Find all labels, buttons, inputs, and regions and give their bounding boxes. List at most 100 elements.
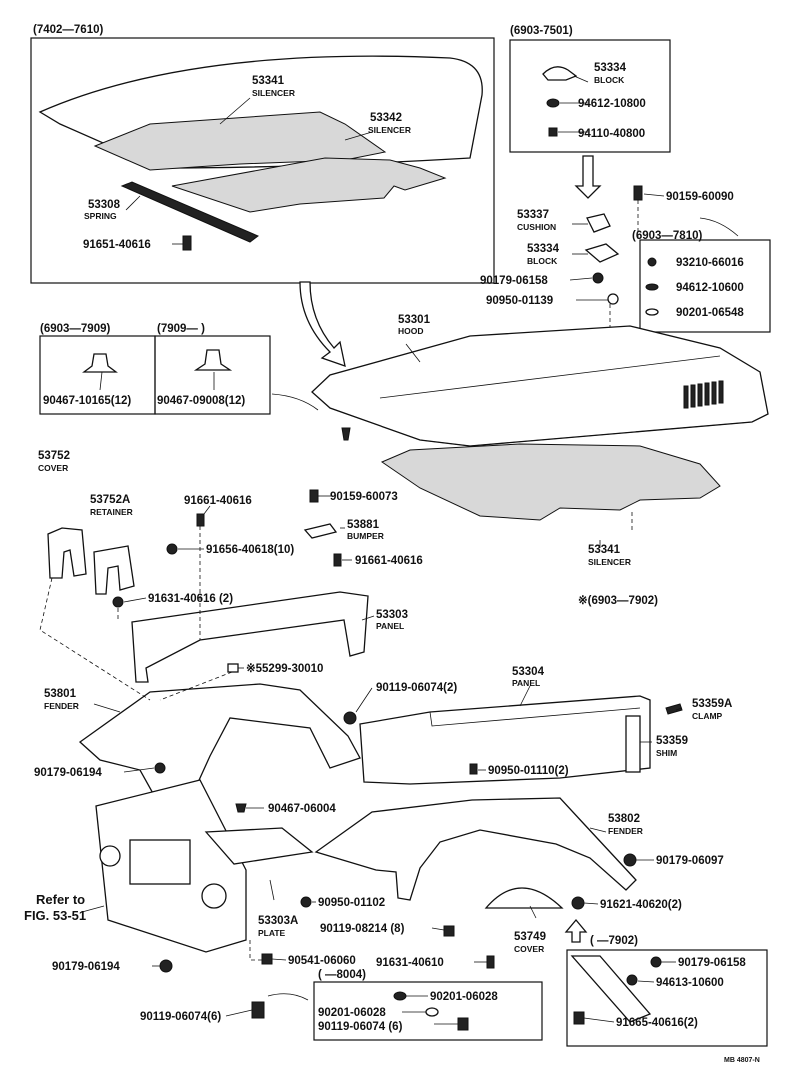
- curved-arrow-icon: [299, 281, 346, 367]
- part-name-label: HOOD: [398, 326, 424, 336]
- bolt-90159-60090: [633, 185, 643, 201]
- screw-91651-40616: [182, 235, 192, 251]
- callout-labels: 53341 SILENCER 53342 SILENCER 53308 SPRI…: [24, 62, 760, 1064]
- part-number-label: 53342: [370, 112, 402, 124]
- range-label: (7402—7610): [33, 24, 103, 36]
- inset-frame-7402-7610: [30, 37, 495, 284]
- washer-90201-06028: [393, 991, 407, 1001]
- panel-53304: [359, 695, 651, 785]
- part-number-label: 90119-06074(6): [140, 1011, 221, 1023]
- part-name-label: PANEL: [376, 621, 404, 631]
- part-number-label: 90159-60090: [666, 191, 734, 203]
- grommet-90950-01110: [469, 763, 478, 775]
- part-name-label: SPRING: [84, 211, 117, 221]
- clamp-53359a: [665, 703, 683, 715]
- washer-90201-06548: [645, 308, 659, 316]
- curved-arrow: [271, 393, 319, 411]
- light-opening-right: [201, 883, 227, 909]
- bolt-90119-06074: [251, 1001, 265, 1019]
- part-number-label: 53308: [88, 199, 121, 211]
- part-number-label: 53881: [347, 519, 380, 531]
- part-number-label: 90179-06097: [656, 855, 724, 867]
- refer-note-line1: Refer to: [36, 892, 85, 907]
- hood-vents: [683, 380, 724, 409]
- fender-53802: [314, 797, 637, 901]
- part-number-label: 53334: [527, 243, 560, 255]
- part-name-label: BLOCK: [527, 256, 558, 266]
- inset-frame-8004: [313, 981, 543, 1041]
- part-number-label: 91651-40616: [83, 239, 151, 251]
- part-name-label: SILENCER: [252, 88, 295, 98]
- part-number-label: 53341: [252, 75, 285, 87]
- part-name-label: COVER: [514, 944, 544, 954]
- block-53334: [584, 243, 620, 263]
- part-number-label: 94110-40800: [578, 128, 645, 140]
- block-inset: (6903-7501): [509, 25, 671, 199]
- part-number-label: 53802: [608, 813, 640, 825]
- part-number-label: 90159-60073: [330, 491, 398, 503]
- part-number-label: 91631-40616 (2): [148, 593, 233, 605]
- part-number-label: 90201-06548: [676, 307, 744, 319]
- range-label: ※(6903—7902): [578, 594, 658, 607]
- part-number-label: 90119-06074 (6): [318, 1021, 403, 1033]
- curved-arrow: [267, 993, 309, 1001]
- cushion-53337: [586, 213, 611, 233]
- part-number-label: 90950-01102: [318, 897, 385, 909]
- part-number-label: 53752A: [90, 494, 130, 506]
- part-number-label: 91656-40618(10): [206, 544, 294, 556]
- part-number-label: 90541-06060: [288, 955, 356, 967]
- inset-frame-6903-7501: [509, 39, 671, 153]
- inset-frame-7909: [154, 335, 271, 415]
- part-name-label: SHIM: [656, 748, 677, 758]
- part-number-label: 53301: [398, 314, 431, 326]
- screw-93210-66016: [647, 257, 657, 267]
- part-number-label: 90179-06194: [34, 767, 102, 779]
- part-name-label: CUSHION: [517, 222, 556, 232]
- hood-front-edge: [329, 407, 753, 447]
- fender-53801: [78, 683, 361, 807]
- refer-note-line2: FIG. 53-51: [24, 908, 86, 923]
- part-number-label: 91631-40610: [376, 957, 444, 969]
- grommet-90950-01102: [300, 896, 312, 908]
- part-name-label: FENDER: [44, 701, 79, 711]
- rivet-boxes: (6903—7909) (7909— ): [39, 323, 351, 441]
- panel-53303: [131, 591, 369, 683]
- part-number-label: 93210-66016: [676, 257, 744, 269]
- panel-53304-edge: [429, 707, 641, 727]
- part-name-label: PANEL: [512, 678, 540, 688]
- part-number-label: 90467-06004: [268, 803, 336, 815]
- cover-53752: [47, 527, 87, 579]
- part-number-label: 91661-40616: [184, 495, 252, 507]
- inset-frame-7902: [566, 949, 768, 1047]
- silencer-inset: (7402—7610): [30, 24, 495, 284]
- range-label: (6903-7501): [510, 25, 573, 37]
- part-number-label: 94612-10600: [676, 282, 744, 294]
- screw-91665-40616: [573, 1011, 585, 1025]
- part-number-label: 91661-40616: [355, 555, 423, 567]
- refer-leader: [81, 905, 105, 913]
- part-number-label: 53334: [594, 62, 627, 74]
- part-number-label: ※55299-30010: [246, 662, 323, 675]
- bolt-90119-06074: [457, 1017, 469, 1031]
- lower-middle-inset: ( —8004): [267, 969, 543, 1041]
- screw-91656-40618: [166, 543, 178, 555]
- light-opening-left: [99, 845, 121, 867]
- nut-90179-06194: [154, 762, 166, 774]
- part-number-label: 90201-06028: [318, 1007, 386, 1019]
- range-label: ( —7902): [590, 935, 638, 947]
- part-number-label: 53341: [588, 544, 621, 556]
- silencer-53342-inset: [171, 157, 447, 213]
- clip-55299-30010: [227, 663, 239, 673]
- screw-90541-06060: [261, 953, 273, 965]
- screw-91661-40616: [196, 513, 205, 527]
- grommet-90950-01139: [607, 293, 619, 305]
- push-rivet-icon: [193, 349, 233, 371]
- part-name-label: BUMPER: [347, 531, 384, 541]
- screw-91631-40616: [112, 596, 124, 608]
- part-number-label: 53749: [514, 931, 546, 943]
- hood-53301: [311, 325, 769, 447]
- block-53334-icon: [542, 66, 578, 81]
- washer-94612-10800: [546, 98, 560, 108]
- plate-53303a: [204, 827, 314, 865]
- part-name-label: PLATE: [258, 928, 286, 938]
